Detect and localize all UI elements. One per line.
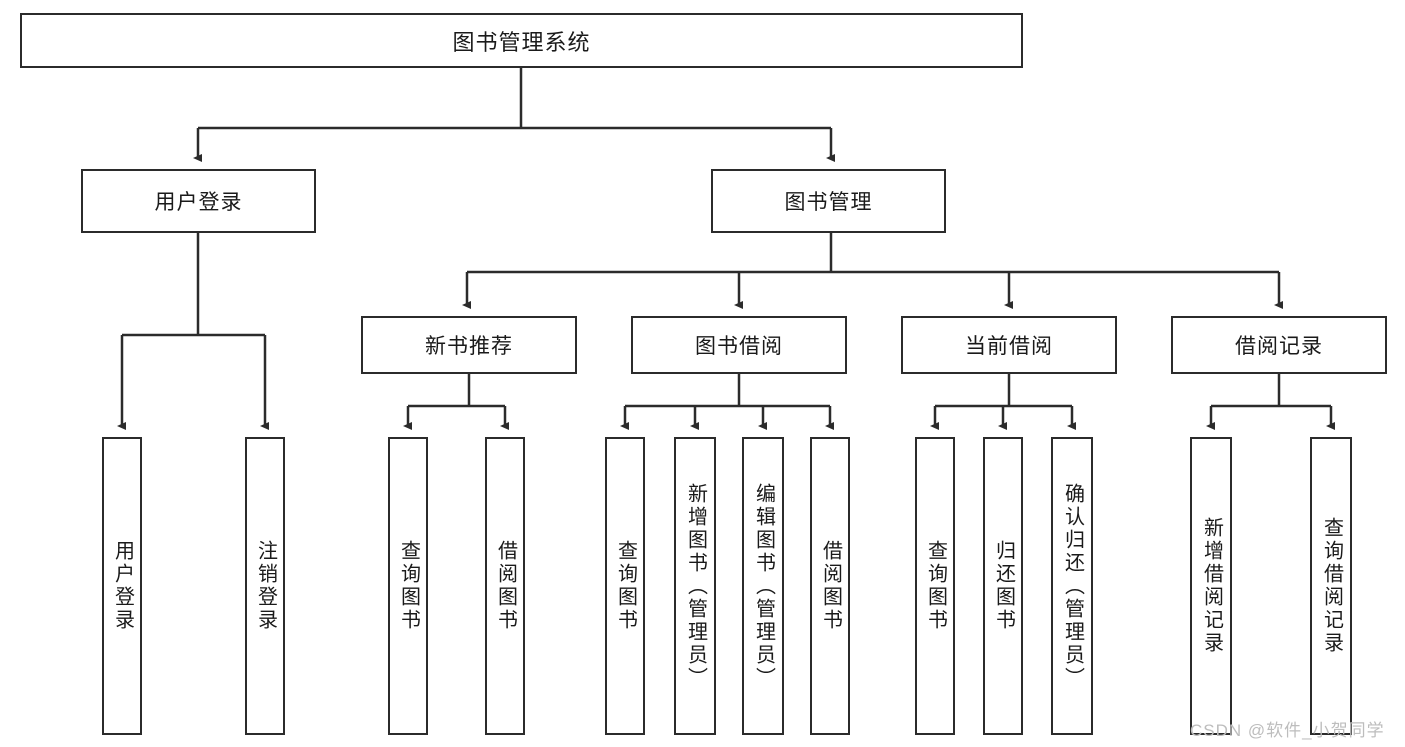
node-leaf-edit-book-label: 编辑图书（管理员）: [752, 482, 775, 690]
node-book-manage-label: 图书管理: [784, 191, 873, 214]
csdn-watermark: CSDN @软件_小贺同学: [1190, 721, 1385, 740]
node-leaf-query-book-3-label: 查询图书: [924, 540, 947, 632]
node-leaf-borrow-book-1[interactable]: 借阅图书: [485, 437, 525, 735]
node-user-login-label: 用户登录: [154, 191, 243, 214]
node-leaf-add-record[interactable]: 新增借阅记录: [1190, 437, 1232, 735]
node-book-borrow[interactable]: 图书借阅: [631, 316, 847, 374]
wire-group-book-borrow: [620, 374, 834, 430]
node-leaf-borrow-book-2-label: 借阅图书: [819, 540, 842, 632]
node-root-system[interactable]: 图书管理系统: [20, 13, 1023, 68]
wire-group-root: [193, 68, 835, 162]
node-root-system-label: 图书管理系统: [452, 29, 591, 55]
node-leaf-add-record-label: 新增借阅记录: [1200, 517, 1223, 655]
node-leaf-borrow-book-2[interactable]: 借阅图书: [810, 437, 850, 735]
node-user-login[interactable]: 用户登录: [81, 169, 316, 233]
node-leaf-return-book[interactable]: 归还图书: [983, 437, 1023, 735]
node-leaf-query-book-3[interactable]: 查询图书: [915, 437, 955, 735]
node-new-book-recommend-label: 新书推荐: [425, 335, 513, 358]
node-leaf-return-book-label: 归还图书: [992, 540, 1015, 632]
node-borrow-record-label: 借阅记录: [1235, 335, 1323, 358]
node-leaf-borrow-book-1-label: 借阅图书: [494, 540, 517, 632]
node-leaf-add-book[interactable]: 新增图书（管理员）: [674, 437, 716, 735]
node-leaf-edit-book[interactable]: 编辑图书（管理员）: [742, 437, 784, 735]
node-current-borrow[interactable]: 当前借阅: [901, 316, 1117, 374]
wire-group-new-book: [403, 374, 509, 430]
node-leaf-query-book-1-label: 查询图书: [397, 540, 420, 632]
node-leaf-query-record-label: 查询借阅记录: [1320, 517, 1343, 655]
wire-group-user-login: [117, 233, 269, 430]
node-book-manage[interactable]: 图书管理: [711, 169, 946, 233]
node-current-borrow-label: 当前借阅: [965, 335, 1053, 358]
node-leaf-user-logout-label: 注销登录: [254, 540, 277, 632]
node-leaf-query-record[interactable]: 查询借阅记录: [1310, 437, 1352, 735]
node-book-borrow-label: 图书借阅: [695, 335, 783, 358]
node-leaf-query-book-2[interactable]: 查询图书: [605, 437, 645, 735]
node-leaf-user-login[interactable]: 用户登录: [102, 437, 142, 735]
wire-group-borrow-record: [1206, 374, 1335, 430]
node-leaf-query-book-2-label: 查询图书: [614, 540, 637, 632]
node-leaf-confirm-return-label: 确认归还（管理员）: [1061, 482, 1084, 690]
wire-group-book-manage: [462, 233, 1283, 309]
wire-group-current-borrow: [930, 374, 1076, 430]
node-leaf-query-book-1[interactable]: 查询图书: [388, 437, 428, 735]
node-leaf-user-logout[interactable]: 注销登录: [245, 437, 285, 735]
node-new-book-recommend[interactable]: 新书推荐: [361, 316, 577, 374]
node-borrow-record[interactable]: 借阅记录: [1171, 316, 1387, 374]
node-leaf-user-login-label: 用户登录: [111, 540, 134, 632]
node-leaf-confirm-return[interactable]: 确认归还（管理员）: [1051, 437, 1093, 735]
node-leaf-add-book-label: 新增图书（管理员）: [684, 482, 707, 690]
